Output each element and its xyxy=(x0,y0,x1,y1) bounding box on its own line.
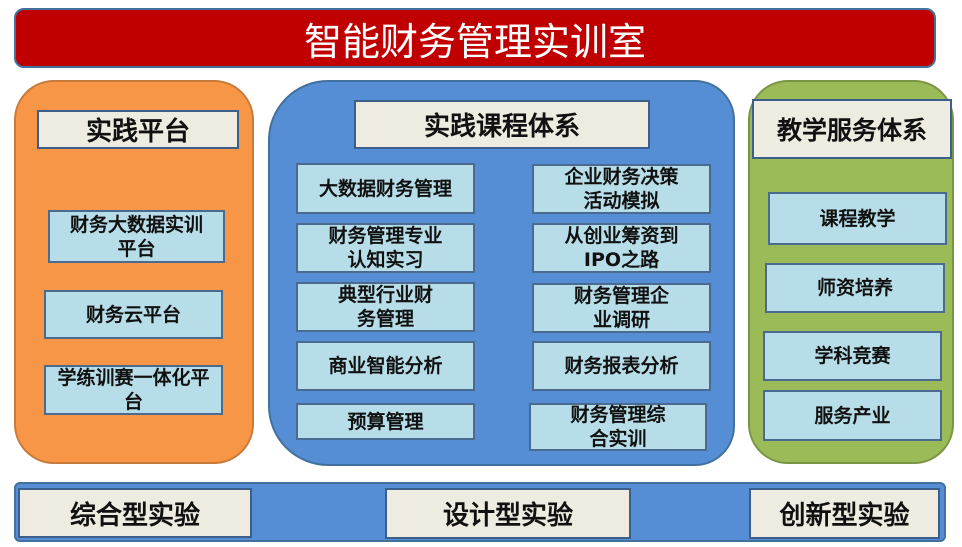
service-item: 课程教学 xyxy=(768,192,947,245)
teaching-service-header: 教学服务体系 xyxy=(752,99,952,159)
course-item: 从创业筹资到IPO之路 xyxy=(532,223,711,273)
platform-item: 学练训赛一体化平台 xyxy=(44,365,223,415)
course-item-label: 从创业筹资到IPO之路 xyxy=(564,225,679,271)
course-system-header: 实践课程体系 xyxy=(354,100,650,149)
course-item: 典型行业财务管理 xyxy=(296,282,475,332)
platform-item-label: 财务大数据实训平台 xyxy=(69,213,203,260)
course-item: 预算管理 xyxy=(296,403,475,440)
course-item-label: 典型行业财务管理 xyxy=(337,284,433,330)
platform-item: 财务云平台 xyxy=(44,290,223,339)
course-item-label: 财务管理综合实训 xyxy=(570,404,666,450)
course-item: 财务报表分析 xyxy=(532,341,711,391)
course-item: 商业智能分析 xyxy=(296,341,475,391)
course-item: 财务管理专业认知实习 xyxy=(296,223,475,273)
platform-item: 财务大数据实训平台 xyxy=(48,210,225,263)
service-item: 服务产业 xyxy=(763,390,942,441)
course-item-label: 财务管理专业认知实习 xyxy=(328,225,443,271)
diagram-title: 智能财务管理实训室 xyxy=(14,8,936,68)
course-item: 大数据财务管理 xyxy=(296,163,475,214)
experiment-type-innovative: 创新型实验 xyxy=(749,488,940,539)
experiment-type-design: 设计型实验 xyxy=(385,488,631,539)
platform-item-label: 学练训赛一体化平台 xyxy=(57,367,210,413)
course-item-label: 财务管理企业调研 xyxy=(573,285,669,331)
course-item: 财务管理综合实训 xyxy=(529,403,707,451)
course-item-label: 企业财务决策活动模拟 xyxy=(564,166,679,212)
service-item: 学科竞赛 xyxy=(763,331,942,381)
practice-platform-header: 实践平台 xyxy=(37,110,239,149)
course-item: 财务管理企业调研 xyxy=(532,283,711,333)
service-item: 师资培养 xyxy=(765,263,945,313)
experiment-type-comprehensive: 综合型实验 xyxy=(18,488,252,538)
course-item: 企业财务决策活动模拟 xyxy=(532,164,711,214)
